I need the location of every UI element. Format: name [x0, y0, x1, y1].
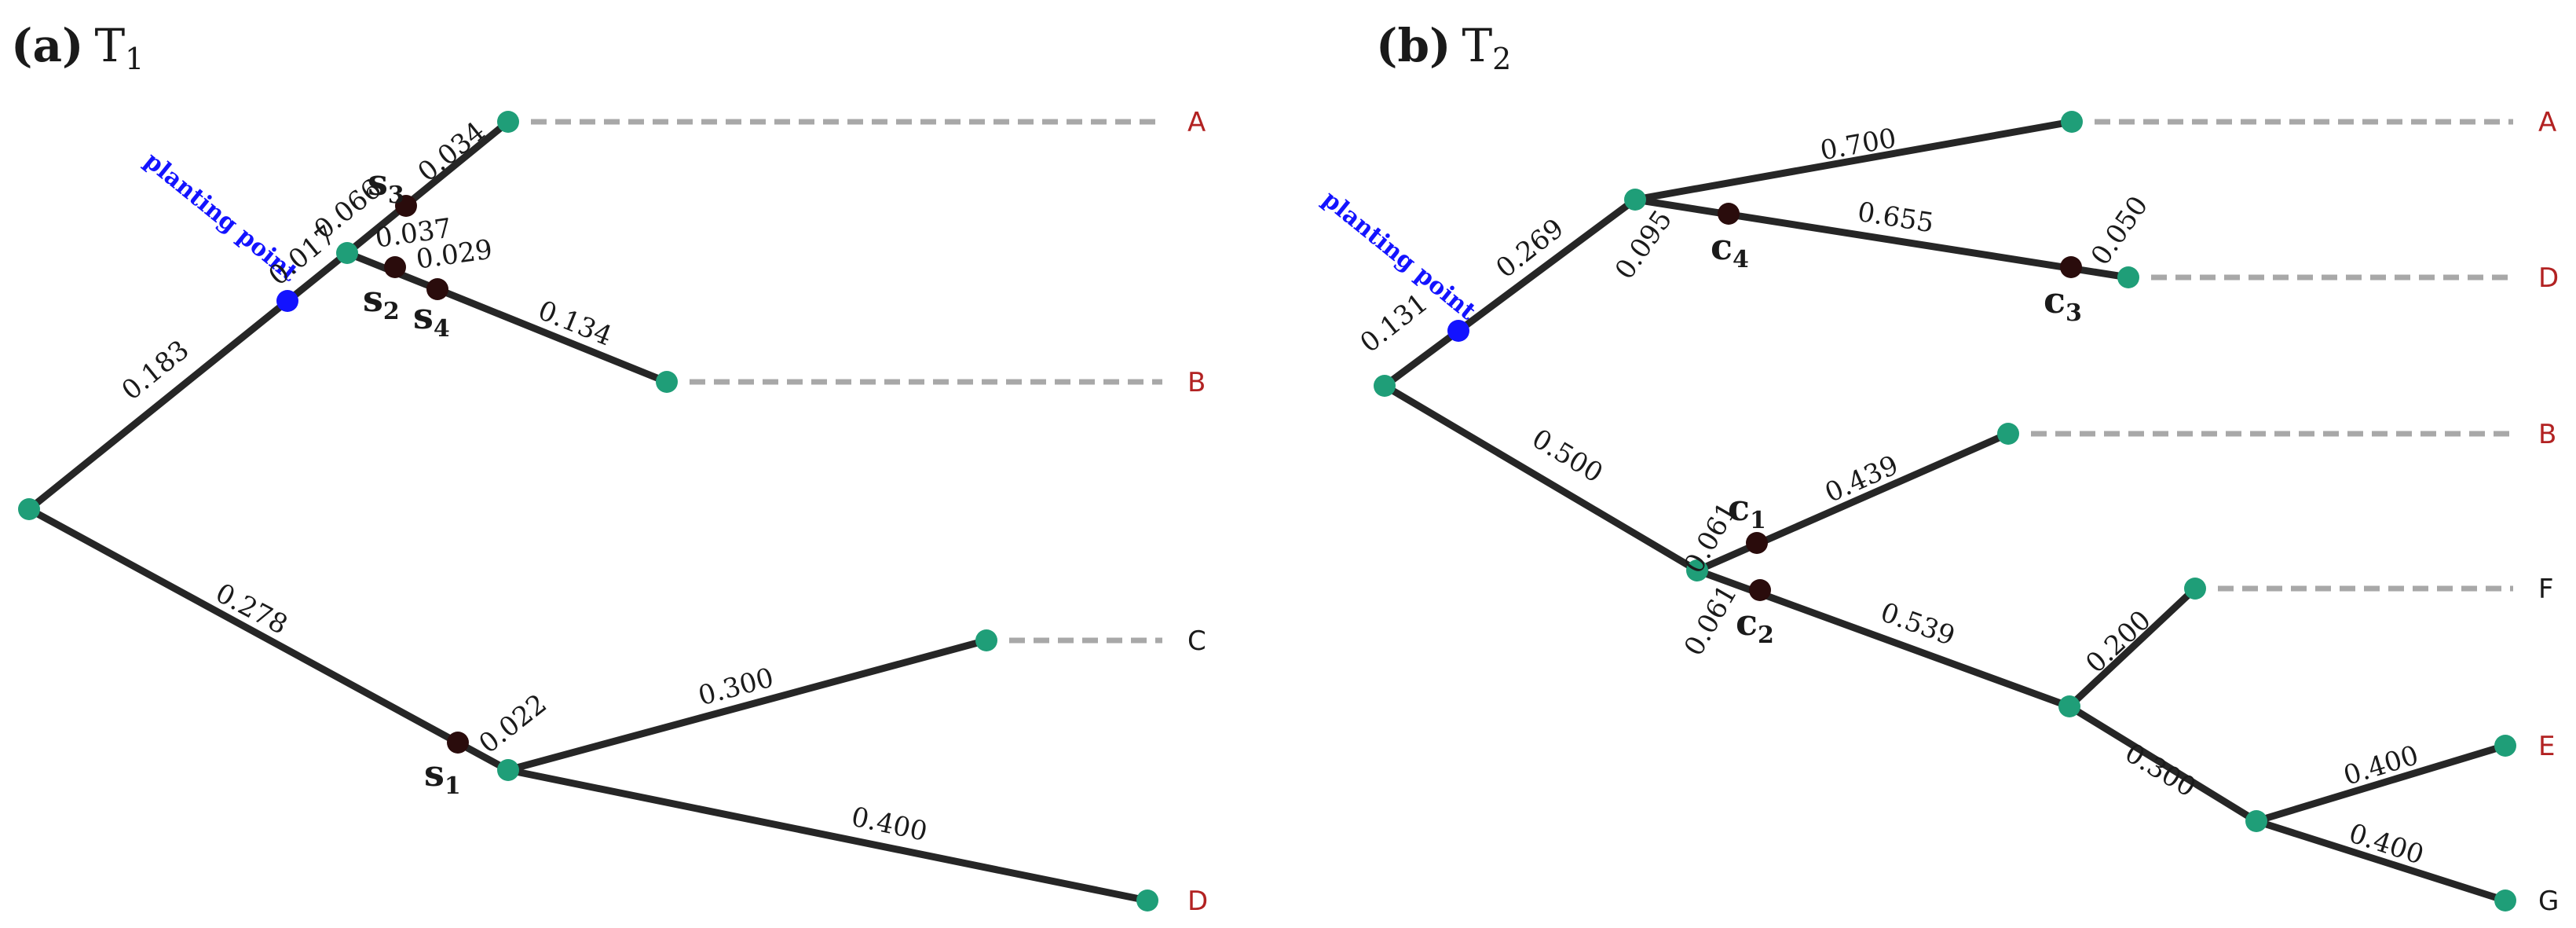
edge-t-g: [2252, 817, 2509, 904]
cut-label-s1: s1: [424, 752, 461, 800]
leaf-label-d: D: [2538, 262, 2559, 294]
tree-node: [975, 629, 997, 651]
tree-node: [1686, 559, 1708, 581]
edge-weight-label: 0.700: [1818, 123, 1899, 167]
cut-label-c4: c4: [1711, 226, 1749, 273]
edge-root-z: [25, 505, 512, 774]
edge-weight-label: 0.095: [1609, 204, 1679, 285]
tree-node: [1374, 375, 1396, 397]
cut-point-c3: [2060, 256, 2082, 278]
edge-x-a: [343, 118, 512, 257]
cut-label-c2: c2: [1736, 601, 1774, 649]
tree-node: [2245, 810, 2267, 832]
tree-node: [2117, 266, 2139, 288]
tree-node: [2494, 735, 2516, 757]
panel-a: (a)T1 planting point 0.183 0.017 0.066: [11, 19, 1208, 917]
edge-p-d: [1631, 196, 2132, 281]
cut-label-s2: s2: [363, 277, 400, 325]
cut-point-s4: [426, 278, 448, 300]
cut-point-s3: [395, 195, 417, 217]
leaf-label-c: C: [1187, 625, 1206, 657]
tree-node: [2058, 695, 2080, 717]
leaf-label-b: B: [2538, 419, 2556, 450]
edge-y-b: [434, 285, 671, 386]
panel-a-title: (a)T1: [11, 19, 144, 76]
leaf-label-f: F: [2538, 574, 2554, 605]
edge-z-c: [504, 636, 990, 774]
edge-z-d: [504, 766, 1151, 904]
edge-r-f: [2066, 585, 2199, 710]
cut-label-s3: s3: [368, 161, 404, 209]
cut-point-c1: [1746, 532, 1768, 554]
edge-weight-label: 0.061: [1678, 579, 1744, 661]
cut-point-s2: [384, 256, 406, 278]
panel-b: (b)T2 planting p: [1317, 19, 2559, 917]
edge-root-p: [1381, 196, 1639, 390]
edge-root-q: [1381, 382, 1701, 574]
cut-label-c3: c3: [2044, 279, 2082, 327]
edge-weight-label: 0.183: [116, 334, 196, 406]
edge-root-x: [25, 249, 351, 513]
edge-weight-label: 0.034: [412, 116, 492, 188]
cut-label-s4: s4: [413, 295, 450, 343]
edge-p-a: [1631, 118, 2076, 204]
edge-weight-label: 0.131: [1355, 288, 1434, 359]
leaf-label-a: A: [1187, 107, 1206, 138]
tree-node: [497, 111, 519, 133]
planting-point: [276, 290, 298, 312]
edge-weight-label: 0.022: [474, 688, 553, 760]
tree-node: [1624, 189, 1646, 211]
edge-weight-label: 0.200: [2080, 604, 2157, 680]
tree-node: [1997, 423, 2019, 445]
cut-label-c1: c1: [1728, 486, 1766, 534]
edge-weight-label: 0.300: [695, 662, 777, 712]
tree-node: [2184, 578, 2206, 600]
tree-node: [336, 242, 358, 264]
cut-point-c2: [1749, 579, 1771, 601]
edge-weight-label: 0.050: [2085, 190, 2155, 271]
leaf-label-e: E: [2538, 731, 2555, 762]
cut-point-s1: [447, 732, 469, 754]
cut-point-c4: [1718, 203, 1740, 225]
tree-node: [2061, 111, 2083, 133]
tree-node: [656, 371, 678, 393]
edge-r-t: [2066, 702, 2260, 825]
tree-node: [2494, 889, 2516, 911]
edge-weight-label: 0.300: [2120, 737, 2201, 803]
leaf-label-d: D: [1187, 886, 1208, 917]
tree-node: [497, 759, 519, 781]
edge-t-e: [2252, 742, 2509, 825]
tree-node: [1136, 889, 1158, 911]
leaf-label-b: B: [1187, 367, 1206, 398]
panel-b-title: (b)T2: [1376, 19, 1511, 76]
leaf-label-g: G: [2538, 886, 2559, 917]
leaf-label-a: A: [2538, 107, 2556, 138]
planting-point: [1447, 320, 1469, 342]
tree-node: [18, 498, 40, 520]
